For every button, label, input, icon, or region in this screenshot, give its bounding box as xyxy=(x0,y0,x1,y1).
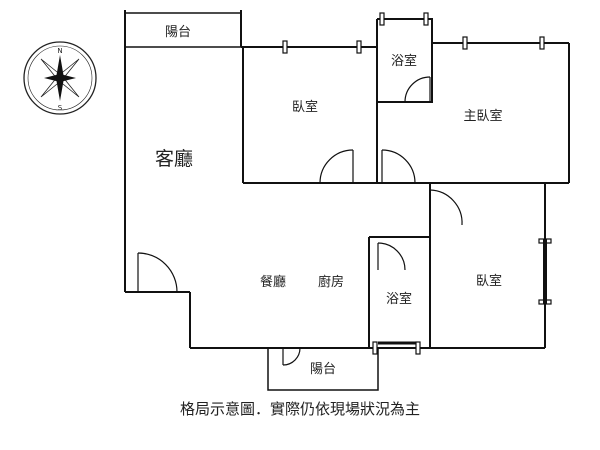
room-label-master-bedroom: 主臥室 xyxy=(463,108,502,124)
walls xyxy=(124,10,570,391)
room-label-dining-room: 餐廳 xyxy=(260,274,286,290)
room-label-bedroom-2: 臥室 xyxy=(476,273,502,289)
room-label-bedroom-1: 臥室 xyxy=(292,99,318,115)
plan-caption: 格局示意圖．實際仍依現場狀況為主 xyxy=(179,400,420,418)
compass-icon: N S xyxy=(23,41,97,115)
windows xyxy=(282,12,552,355)
room-label-balcony-bottom: 陽台 xyxy=(310,362,336,377)
room-label-living-room: 客廳 xyxy=(155,148,193,170)
room-label-bath-2: 浴室 xyxy=(386,291,412,307)
compass-south-label: S xyxy=(58,104,63,112)
room-label-kitchen: 廚房 xyxy=(318,274,344,290)
room-label-bath-1: 浴室 xyxy=(391,53,417,69)
compass-north-label: N xyxy=(57,47,62,55)
doors xyxy=(137,76,463,366)
room-label-balcony-top: 陽台 xyxy=(165,25,191,40)
